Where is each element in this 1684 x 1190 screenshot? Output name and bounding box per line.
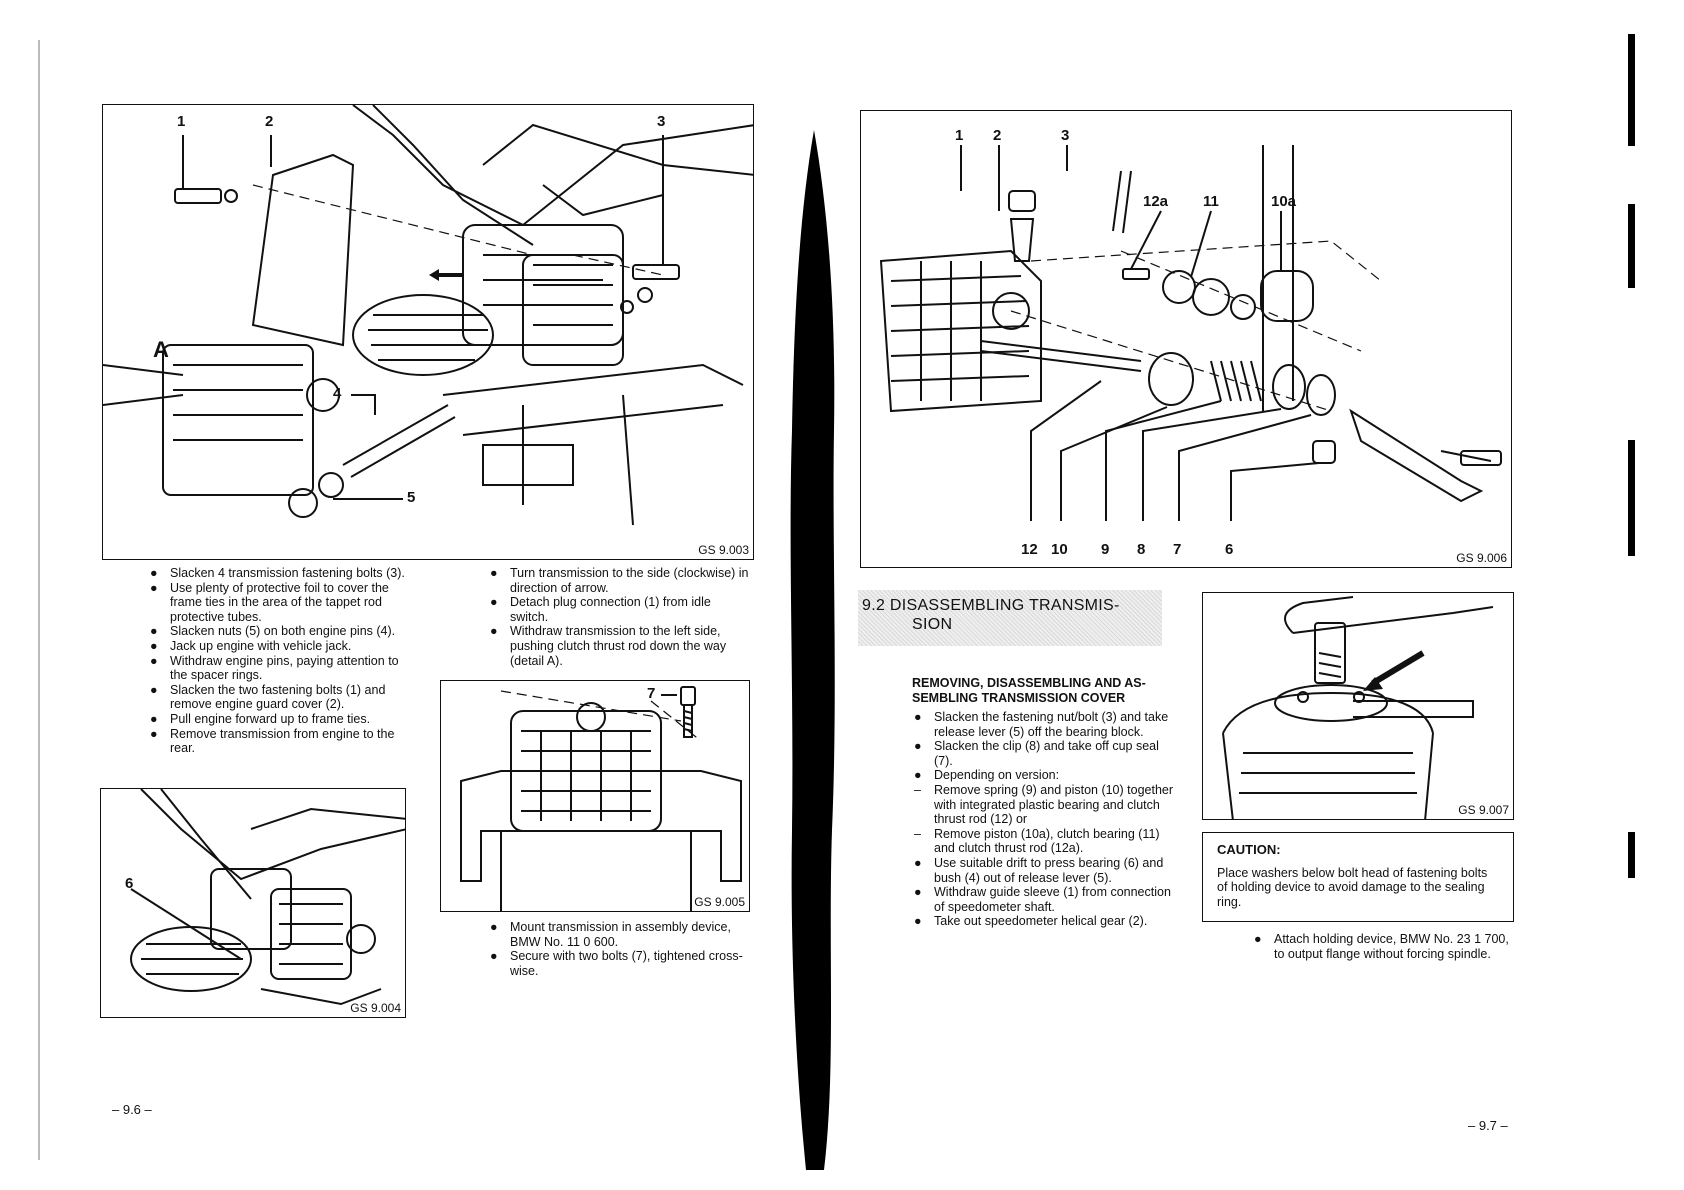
figure-id: GS 9.007 <box>1458 803 1509 817</box>
callout-a: A <box>153 337 169 362</box>
figure-id: GS 9.003 <box>698 543 749 557</box>
right-column-text: ●Slacken the fastening nut/bolt (3) and … <box>912 710 1174 929</box>
figure-gs-9-003: 1 2 3 A 4 5 GS 9.003 <box>102 104 754 560</box>
callout-top-12a: 12a <box>1143 193 1169 210</box>
list-item: ●Mount transmission in assembly device, … <box>490 920 731 949</box>
caution-title: CAUTION: <box>1217 842 1281 857</box>
callout-top-10a: 10a <box>1271 193 1297 210</box>
assembly-device-illustration <box>460 686 742 911</box>
callout-bottom-8: 8 <box>1137 541 1146 558</box>
list-item: ●Withdraw guide sleeve (1) from connecti… <box>914 885 1171 914</box>
list-item: ●Withdraw engine pins, paying attention … <box>150 653 399 683</box>
right-column-2-text: ●Attach holding device, BMW No. 23 1 700… <box>1252 932 1514 961</box>
list-item: ●Remove transmission from engine to the … <box>150 726 395 756</box>
page-number-right: – 9.7 – <box>1468 1118 1508 1133</box>
figure-id: GS 9.004 <box>350 1001 401 1015</box>
caution-text: Place washers below bolt head of fasteni… <box>1217 865 1488 909</box>
subheading-line-2: SEMBLING TRANSMISSION COVER <box>912 691 1126 705</box>
engine-removal-illustration <box>103 105 753 526</box>
list-item: ●Slacken the clip (8) and take off cup s… <box>914 739 1159 768</box>
callout-2: 2 <box>265 113 274 130</box>
list-item: –Remove spring (9) and piston (10) toget… <box>914 782 1174 827</box>
list-item: ●Jack up engine with vehicle jack. <box>150 638 352 653</box>
callout-1: 1 <box>177 113 186 130</box>
figure-gs-9-005: 7 GS 9.005 <box>440 680 750 912</box>
caution-box: CAUTION: Place washers below bolt head o… <box>1202 832 1514 922</box>
callout-4: 4 <box>333 385 342 402</box>
transmission-withdraw-illustration <box>130 789 405 1006</box>
callout-top-11: 11 <box>1203 193 1219 210</box>
transmission-cover-exploded-view <box>879 145 1502 521</box>
figure-id: GS 9.006 <box>1456 551 1507 565</box>
callout-3: 3 <box>657 113 666 130</box>
list-item: ●Attach holding device, BMW No. 23 1 700… <box>1254 932 1509 961</box>
list-item: ●Slacken the fastening nut/bolt (3) and … <box>914 710 1169 739</box>
list-item: ●Take out speedometer helical gear (2). <box>914 914 1148 929</box>
left-column-1-text: ●Slacken 4 transmission fastening bolts … <box>148 566 412 756</box>
callout-top-3: 3 <box>1061 127 1070 144</box>
section-heading-background <box>858 590 1162 646</box>
callout-bottom-7: 7 <box>1173 541 1182 558</box>
list-item: ●Turn transmission to the side (clockwis… <box>490 566 749 595</box>
subheading-line-1: REMOVING, DISASSEMBLING AND AS- <box>912 676 1146 690</box>
figure-gs-9-006: 1 2 3 12a 11 10a 12 10 9 8 7 6 GS 9.006 <box>860 110 1512 568</box>
callout-top-2: 2 <box>993 127 1002 144</box>
callout-top-1: 1 <box>955 127 964 144</box>
list-item: ●Use plenty of protective foil to cover … <box>150 580 389 624</box>
holding-device-illustration <box>1222 596 1494 819</box>
list-item: ●Use suitable drift to press bearing (6)… <box>914 855 1164 885</box>
callout-bottom-6: 6 <box>1225 541 1234 558</box>
edge-mark <box>1628 832 1635 878</box>
list-item: ●Depending on version: <box>914 768 1060 783</box>
binding-shadow <box>790 130 835 1170</box>
subheading: REMOVING, DISASSEMBLING AND AS- SEMBLING… <box>912 676 1172 706</box>
page-number-left: – 9.6 – <box>112 1102 152 1117</box>
callout-5: 5 <box>407 489 416 506</box>
section-heading-line-2: SION <box>912 616 953 633</box>
list-item: ●Slacken the two fastening bolts (1) and… <box>150 682 386 712</box>
list-item: ●Withdraw transmission to the left side,… <box>490 624 727 668</box>
callout-bottom-12: 12 <box>1021 541 1038 558</box>
callout-bottom-9: 9 <box>1101 541 1110 558</box>
left-column-2-text: ●Turn transmission to the side (clockwis… <box>488 566 752 668</box>
callout-7: 7 <box>647 685 656 702</box>
callout-6: 6 <box>125 875 134 892</box>
edge-mark <box>1628 34 1635 146</box>
callout-bottom-10: 10 <box>1051 541 1068 558</box>
figure-gs-9-004: 6 GS 9.004 <box>100 788 406 1018</box>
list-item: ●Detach plug connection (1) from idle sw… <box>490 595 711 624</box>
list-item: ●Secure with two bolts (7), tightened cr… <box>490 949 743 978</box>
figure-id: GS 9.005 <box>694 895 745 909</box>
list-item: –Remove piston (10a), clutch bearing (11… <box>914 826 1160 856</box>
list-item: ●Pull engine forward up to frame ties. <box>150 711 371 726</box>
section-heading: 9.2 DISASSEMBLING TRANSMIS- SION <box>862 596 1120 634</box>
list-item: ●Slacken nuts (5) on both engine pins (4… <box>150 624 396 639</box>
edge-mark <box>1628 204 1635 288</box>
left-margin-line <box>38 40 40 1160</box>
list-item: ●Slacken 4 transmission fastening bolts … <box>150 566 405 580</box>
section-heading-line-1: 9.2 DISASSEMBLING TRANSMIS- <box>862 597 1120 614</box>
left-column-2-text-b: ●Mount transmission in assembly device, … <box>488 920 752 978</box>
edge-mark <box>1628 440 1635 556</box>
figure-gs-9-007: GS 9.007 <box>1202 592 1514 820</box>
